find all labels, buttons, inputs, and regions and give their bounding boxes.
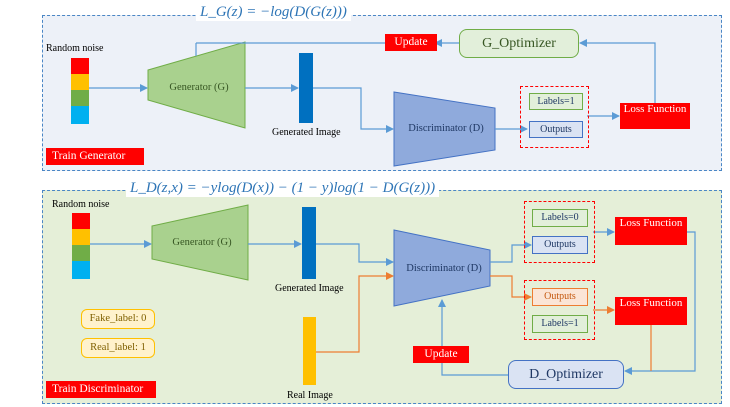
top-update-label: Update [385,34,437,51]
top-discriminator-label: Discriminator (D) [408,123,484,134]
bottom-generator-shape [151,204,249,281]
bottom-loss-function-top-box: Loss Function [615,217,687,245]
top-labels-box: Labels=1 [529,93,583,110]
arrow-loss-to-optimizer [579,39,656,103]
arrow-disc-to-outputs-fake [490,241,532,263]
noise-yellow [71,74,89,90]
formula-text: L_G(z) = −log(D(G(z))) [200,4,347,20]
bottom-noise-bar [72,213,90,279]
noise-red [72,213,90,229]
noise-cyan [71,106,89,124]
formula-text: L_D(z,x) = −ylog(D(x)) − (1 − y)log(1 − … [130,180,436,196]
arrow-image-to-disc-b [316,243,394,266]
outputs-real-box: Outputs [532,288,588,306]
labels-real-box: Labels=1 [532,315,588,333]
real-image-bar [303,317,316,385]
noise-yellow [72,229,90,245]
train-generator-label: Train Generator [46,148,144,165]
top-generated-image-label: Generated Image [272,127,341,138]
noise-cyan [72,261,90,279]
top-label-output-group [520,86,589,148]
noise-green [71,90,89,106]
generator-loss-formula: L_G(z) = −log(D(G(z))) [196,4,351,21]
bottom-generated-image-bar [302,207,316,279]
arrow-real-to-disc [316,272,394,353]
bottom-update-label: Update [413,346,469,363]
noise-red [71,58,89,74]
fake-label-output-group [524,201,595,263]
arrow-loss-top-to-opt [624,231,696,375]
arrow-opt-to-disc [438,299,508,376]
bottom-generator-label: Generator (G) [172,237,232,248]
train-discriminator-label: Train Discriminator [46,381,156,398]
real-label-chip: Real_label: 1 [81,338,155,358]
top-generator-shape [147,41,246,129]
real-label-output-group [524,280,595,340]
top-random-noise-label: Random noise [46,43,104,54]
top-noise-bar [71,58,89,124]
real-image-label: Real Image [287,390,333,401]
labels-fake-box: Labels=0 [532,209,588,227]
outputs-fake-box: Outputs [532,236,588,254]
d-optimizer-box: D_Optimizer [508,360,624,389]
top-loss-function-box: Loss Function [620,103,690,129]
discriminator-loss-formula: L_D(z,x) = −ylog(D(x)) − (1 − y)log(1 − … [126,180,440,197]
bottom-random-noise-label: Random noise [52,199,110,210]
bottom-loss-function-bottom-box: Loss Function [615,297,687,325]
top-generator-label: Generator (G) [169,82,229,93]
arrow-image-to-disc [313,87,394,133]
bottom-discriminator-label: Discriminator (D) [406,263,482,274]
g-optimizer-box: G_Optimizer [459,29,579,58]
bottom-generated-image-label: Generated Image [275,283,344,294]
bottom-discriminator-shape [393,229,491,307]
top-generated-image-bar [299,53,313,123]
noise-green [72,245,90,261]
arrow-disc-to-outputs-real [490,275,532,301]
top-outputs-box: Outputs [529,121,583,138]
fake-label-chip: Fake_label: 0 [81,309,155,329]
top-discriminator-shape [393,91,496,167]
